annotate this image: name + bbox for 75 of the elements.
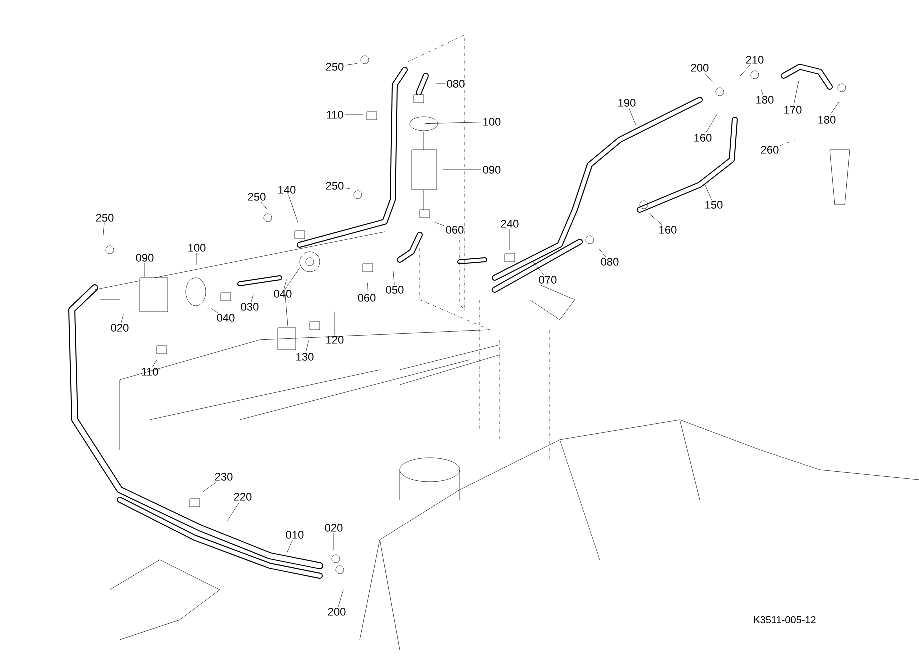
callout-number: 040 — [217, 314, 235, 322]
callout-number: 250 — [96, 214, 114, 222]
leader-line — [532, 262, 544, 276]
callout-number: 160 — [660, 226, 677, 234]
callout-number: 100 — [188, 244, 206, 252]
leader-line — [648, 213, 662, 226]
leader-line — [211, 308, 218, 314]
callout-number: 230 — [215, 473, 233, 481]
leader-line — [780, 140, 796, 146]
callout-number: 120 — [326, 336, 344, 344]
callout-number: 040 — [274, 290, 292, 298]
leader-line — [704, 184, 712, 200]
callout-number: 140 — [278, 186, 296, 194]
callout-number: 110 — [142, 368, 158, 376]
callout-number: 200 — [328, 608, 346, 616]
callout-number: 200 — [691, 64, 709, 72]
callout-number: 180 — [818, 116, 836, 124]
leader-line — [152, 359, 158, 368]
leader-line — [103, 222, 105, 236]
leader-line — [260, 202, 268, 210]
callout-number: 250 — [326, 63, 344, 71]
callout-number: 080 — [601, 258, 619, 266]
leader-line — [424, 122, 482, 124]
leader-line — [334, 312, 336, 336]
callout-number: 250 — [326, 182, 344, 190]
leader-line — [338, 590, 344, 608]
leader-line — [794, 80, 800, 106]
callout-number: 070 — [539, 276, 557, 284]
leader-line — [196, 252, 198, 266]
callout-number: 170 — [784, 106, 802, 114]
callout-number: 150 — [706, 201, 723, 209]
leader-line — [288, 194, 299, 224]
leader-line — [202, 482, 218, 492]
callout-number: 110 — [327, 111, 344, 119]
callout-number: 260 — [761, 146, 779, 154]
leader-line — [435, 222, 445, 226]
callout-number: 060 — [358, 294, 376, 302]
leader-line — [761, 90, 764, 96]
drawing-number: K3511-005-12 — [754, 616, 816, 624]
leader-line — [251, 294, 254, 302]
leader-line — [830, 102, 840, 116]
leader-line — [393, 270, 395, 286]
callout-number: 190 — [618, 99, 636, 107]
callout-number: 030 — [241, 303, 259, 311]
callout-number: 020 — [111, 324, 129, 332]
callout-number: 210 — [746, 56, 764, 64]
callout-number: 060 — [446, 226, 464, 234]
leader-line — [144, 262, 146, 278]
leader-line — [367, 282, 368, 294]
leader-line — [598, 248, 606, 258]
leader-line — [345, 64, 358, 66]
leader-line — [706, 114, 718, 134]
callout-number: 160 — [694, 134, 712, 142]
callout-number: 090 — [136, 254, 154, 262]
callout-number: 050 — [386, 286, 404, 294]
callout-number: 020 — [325, 524, 343, 532]
callout-number: 240 — [501, 220, 519, 228]
leader-line — [306, 340, 310, 352]
callout-number: 090 — [483, 166, 501, 174]
leader-line — [740, 64, 751, 76]
leader-line — [704, 72, 715, 84]
leader-line — [121, 314, 124, 324]
callout-number: 100 — [484, 118, 501, 126]
callout-number: 130 — [296, 353, 314, 361]
callout-number: 220 — [234, 493, 252, 501]
callout-number: 180 — [756, 96, 774, 104]
leader-line — [284, 280, 287, 290]
callout-number: 010 — [286, 531, 304, 539]
leader-line — [228, 502, 240, 521]
callout-number: 080 — [447, 80, 465, 88]
leader-line — [286, 540, 293, 554]
callout-number: 250 — [248, 193, 266, 201]
leader-line — [344, 114, 364, 116]
leader-line — [345, 188, 350, 190]
leader-line — [628, 108, 636, 126]
